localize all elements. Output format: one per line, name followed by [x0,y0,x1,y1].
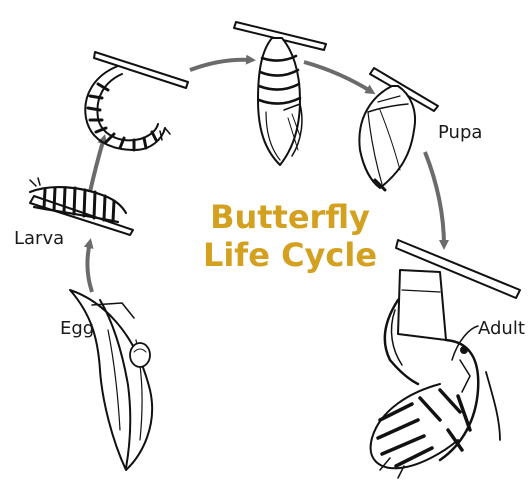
title-line-1: Butterfly [190,198,390,236]
arrow-egg-to-larva [87,242,92,292]
stage-label-pupa: Pupa [438,124,482,142]
arrow-curled-to-pupa [190,60,252,70]
forming-pupa-illustration [234,22,326,165]
larva-on-twig-illustration [30,178,133,235]
diagram-title: Butterfly Life Cycle [190,198,390,274]
arrow-pupa-to-chrysalis [304,62,372,92]
stage-label-larva: Larva [14,230,64,248]
stage-label-egg: Egg [60,320,94,338]
egg-on-leaf-illustration [70,290,152,470]
curled-caterpillar-illustration [85,52,188,150]
stage-label-adult: Adult [478,320,525,338]
title-line-2: Life Cycle [190,236,390,274]
arrow-chrysalis-to-adult [425,152,444,246]
arrow-larva-to-curled [90,138,104,192]
chrysalis-illustration [359,68,438,190]
egg-icon [130,343,150,367]
adult-butterfly-illustration [371,240,520,478]
